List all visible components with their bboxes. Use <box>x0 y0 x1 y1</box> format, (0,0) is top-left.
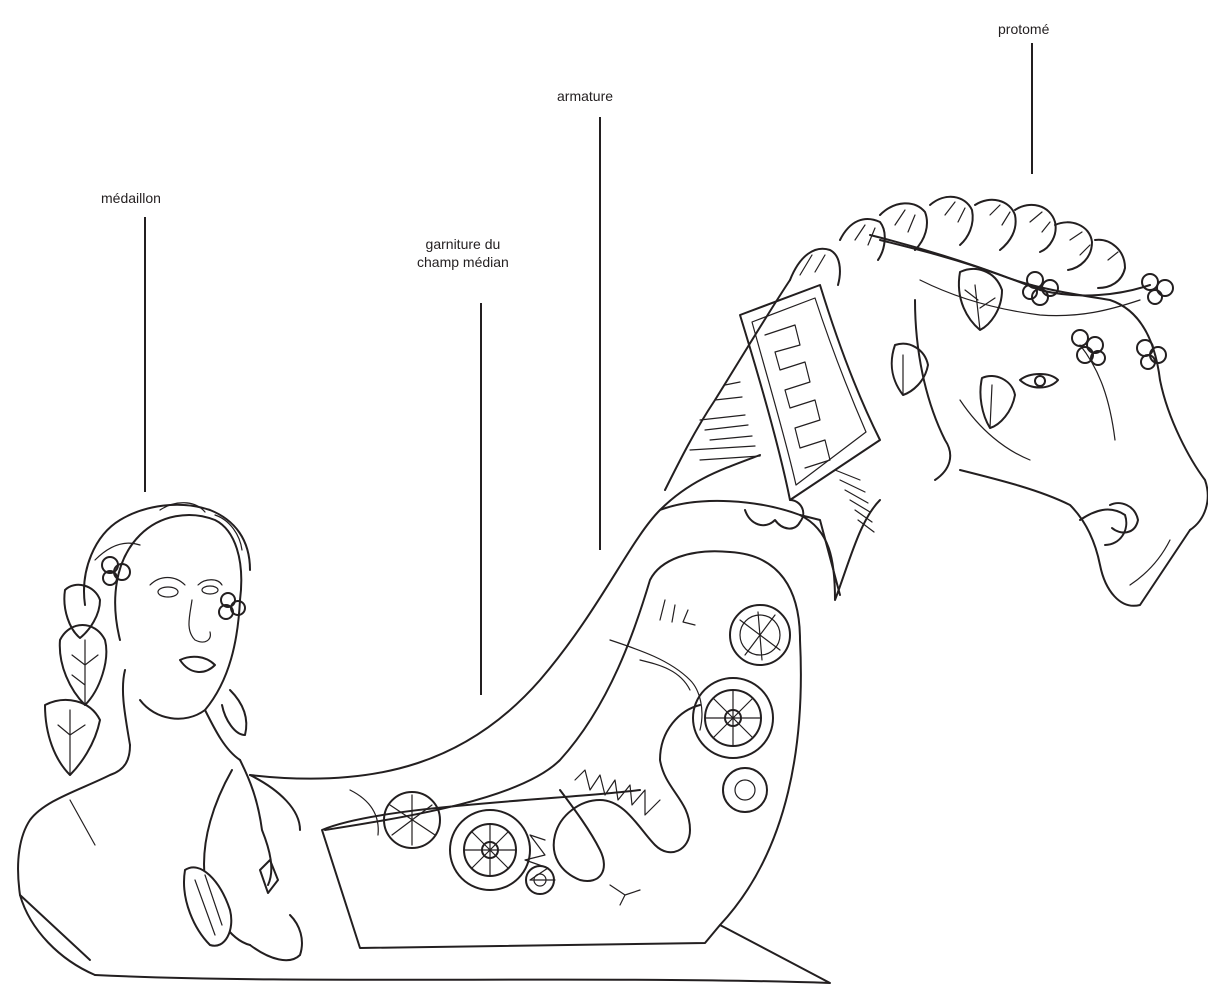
label-garniture-line1: garniture du <box>417 235 509 253</box>
medaillon-leader-line <box>144 217 146 492</box>
garniture-leader-line <box>480 303 482 695</box>
label-garniture: garniture du champ médian <box>417 235 509 271</box>
label-armature: armature <box>557 87 613 105</box>
horse-protome <box>665 197 1208 606</box>
label-garniture-line2: champ médian <box>417 253 509 271</box>
label-medaillon: médaillon <box>101 189 161 207</box>
medallion-bust <box>18 503 302 975</box>
armature-leader-line <box>599 117 601 550</box>
label-protome: protomé <box>998 20 1049 38</box>
protome-leader-line <box>1031 43 1033 174</box>
central-panel-ornament <box>350 600 790 905</box>
